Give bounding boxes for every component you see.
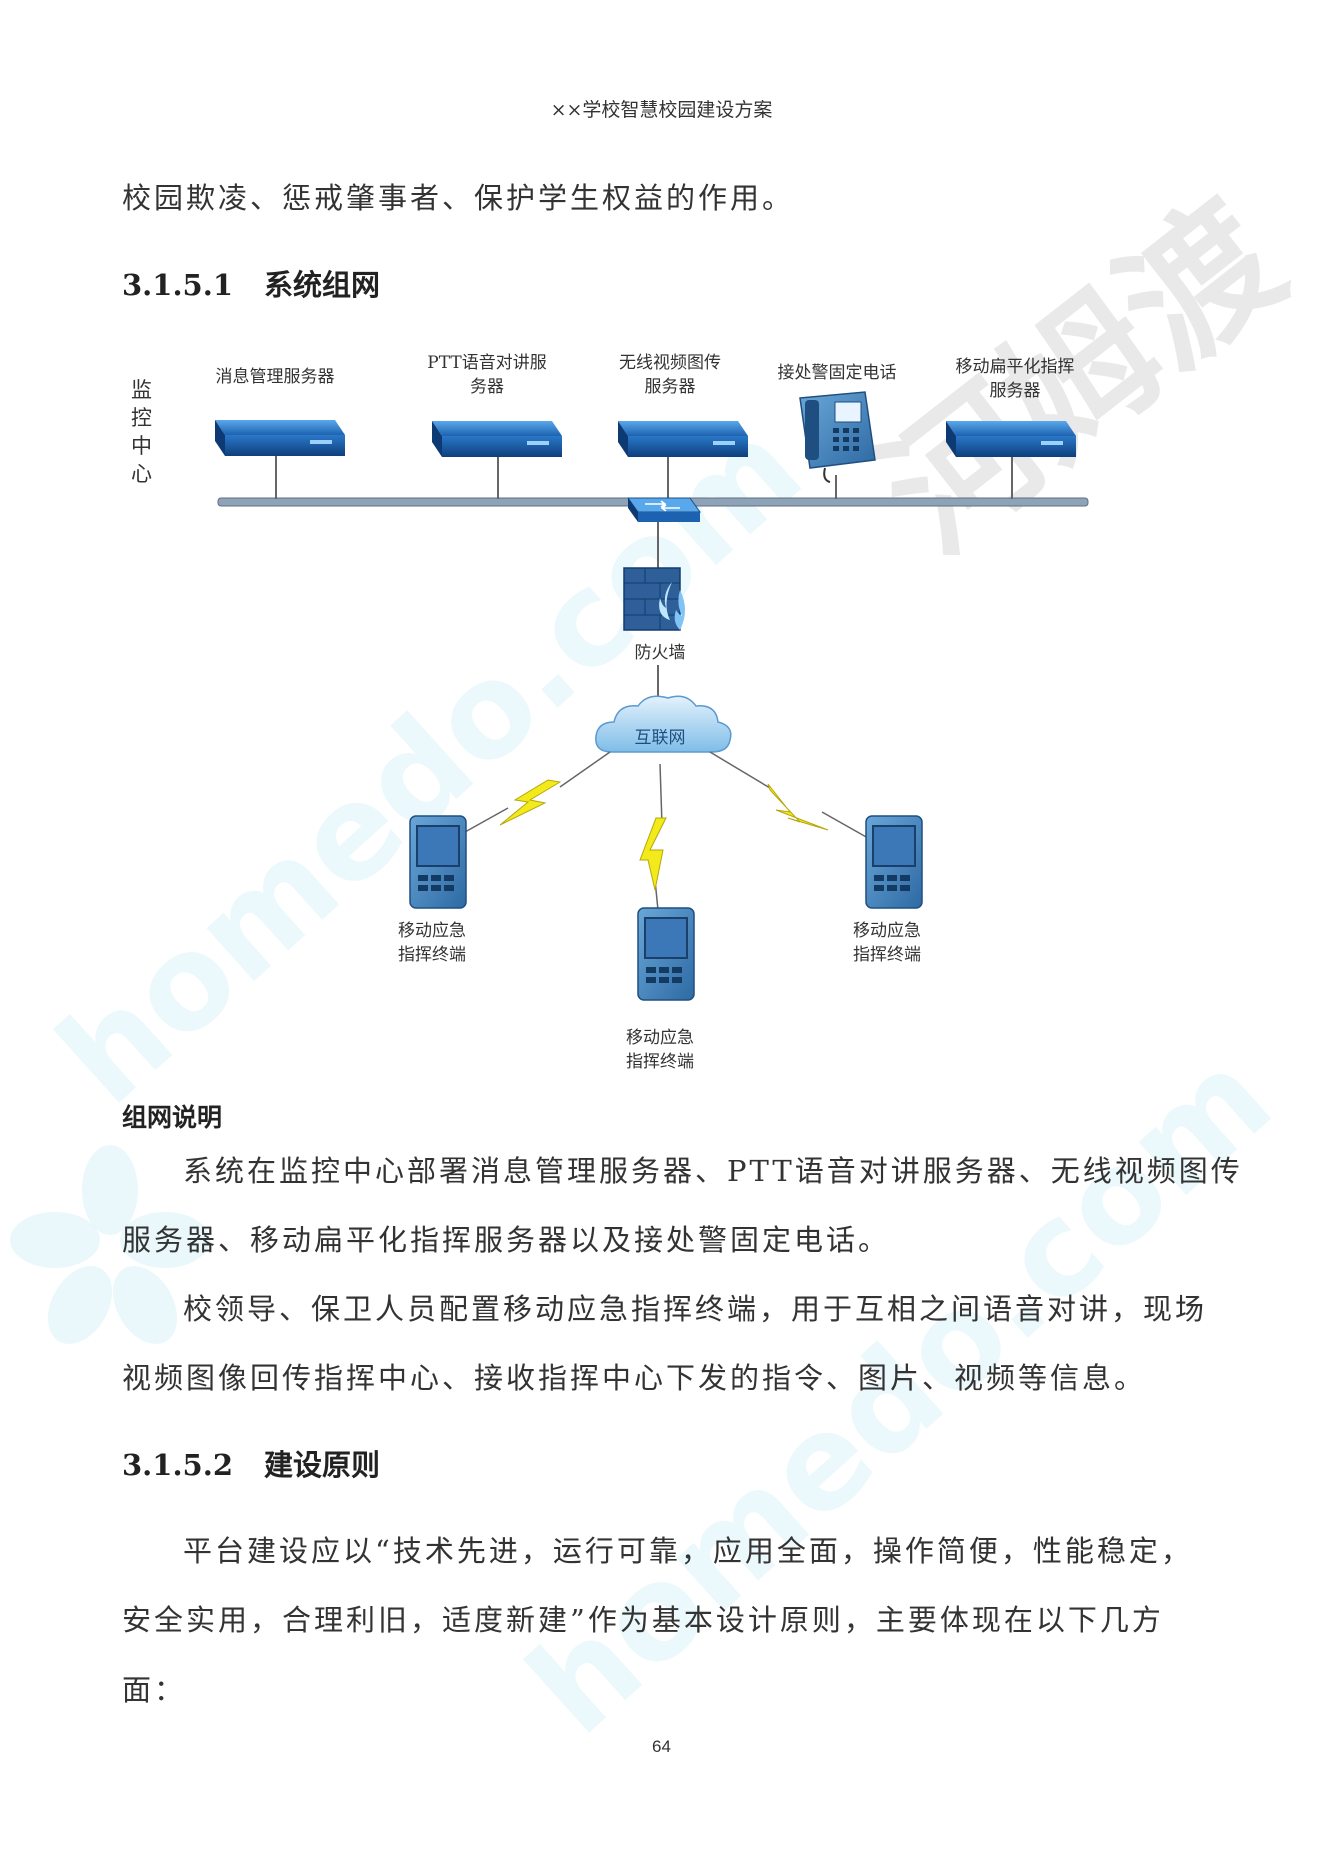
watermark-flower: [10, 1145, 210, 1344]
firewall-icon: 防火墙: [623, 567, 686, 712]
terminal-label: 指挥终端: [853, 945, 921, 965]
network-switch: [627, 497, 701, 568]
section-heading-system-network: 3.1.5.1 系统组网: [122, 262, 380, 304]
network-description-title: 组网说明: [122, 1103, 223, 1132]
section-title: 建设原则: [264, 1448, 381, 1482]
internet-label: 互联网: [635, 728, 686, 748]
mobile-terminal: 移动应急 指挥终端: [853, 815, 923, 965]
server-message-management: 消息管理服务器: [215, 367, 345, 499]
principles-para-line3: 面：: [122, 1673, 187, 1707]
server-label: 消息管理服务器: [216, 367, 335, 387]
lightning-bolts: [499, 779, 829, 891]
mobile-terminal: 移动应急 指挥终端: [626, 907, 695, 1072]
firewall-label: 防火墙: [635, 643, 686, 663]
server-mobile-command: 移动扁平化指挥 服务器: [946, 357, 1076, 499]
principles-para-line2: 安全实用，合理利旧，适度新建”作为基本设计原则，主要体现在以下几方: [122, 1603, 1164, 1637]
network-description-para1-line2: 服务器、移动扁平化指挥服务器以及接处警固定电话。: [122, 1223, 891, 1257]
server-label: 移动扁平化指挥: [956, 357, 1075, 377]
server-ptt-voice: PTT语音对讲服 务器: [427, 353, 562, 499]
section-number: 3.1.5.1: [122, 268, 234, 302]
intro-text: 校园欺凌、惩戒肇事者、保护学生权益的作用。: [122, 181, 795, 215]
server-label: PTT语音对讲服: [427, 353, 546, 373]
page-number: 64: [652, 1737, 671, 1756]
mobile-terminal: 移动应急 指挥终端: [398, 815, 467, 965]
section-title: 系统组网: [264, 268, 381, 302]
monitor-center-char: 控: [131, 406, 152, 430]
terminal-label: 移动应急: [398, 921, 466, 941]
fixed-phone: 接处警固定电话: [778, 363, 897, 499]
network-description-para2-line2: 视频图像回传指挥中心、接收指挥中心下发的指令、图片、视频等信息。: [122, 1361, 1147, 1395]
server-label: 服务器: [990, 381, 1041, 401]
monitor-center-char: 心: [131, 462, 152, 486]
server-label: 服务器: [645, 377, 696, 397]
terminal-label: 移动应急: [853, 921, 921, 941]
server-label: 务器: [470, 377, 504, 397]
network-description-para2-line1: 校领导、保卫人员配置移动应急指挥终端，用于互相之间语音对讲，现场: [183, 1292, 1208, 1326]
monitor-center-label: 监 控 中 心: [131, 378, 152, 486]
server-label: 无线视频图传: [619, 353, 721, 373]
network-description-para1-line1: 系统在监控中心部署消息管理服务器、PTT语音对讲服务器、无线视频图传: [183, 1154, 1243, 1188]
network-diagram: 监 控 中 心 消息管理服务器 PTT语音对讲服 务器 无线视频图传 服务器: [131, 353, 1089, 1072]
phone-label: 接处警固定电话: [778, 363, 897, 383]
section-number: 3.1.5.2: [122, 1448, 234, 1482]
wireless-links: [464, 751, 869, 911]
section-heading-construction-principles: 3.1.5.2 建设原则: [122, 1442, 380, 1484]
terminal-label: 移动应急: [626, 1028, 694, 1048]
terminal-label: 指挥终端: [626, 1052, 694, 1072]
page-header: ××学校智慧校园建设方案: [550, 99, 773, 121]
server-wireless-video: 无线视频图传 服务器: [618, 353, 748, 499]
monitor-center-char: 监: [131, 378, 152, 402]
internet-cloud: 互联网: [595, 695, 732, 753]
monitor-center-char: 中: [131, 434, 152, 458]
terminal-label: 指挥终端: [398, 945, 466, 965]
principles-para-line1: 平台建设应以“技术先进，运行可靠，应用全面，操作简便，性能稳定，: [183, 1534, 1193, 1568]
